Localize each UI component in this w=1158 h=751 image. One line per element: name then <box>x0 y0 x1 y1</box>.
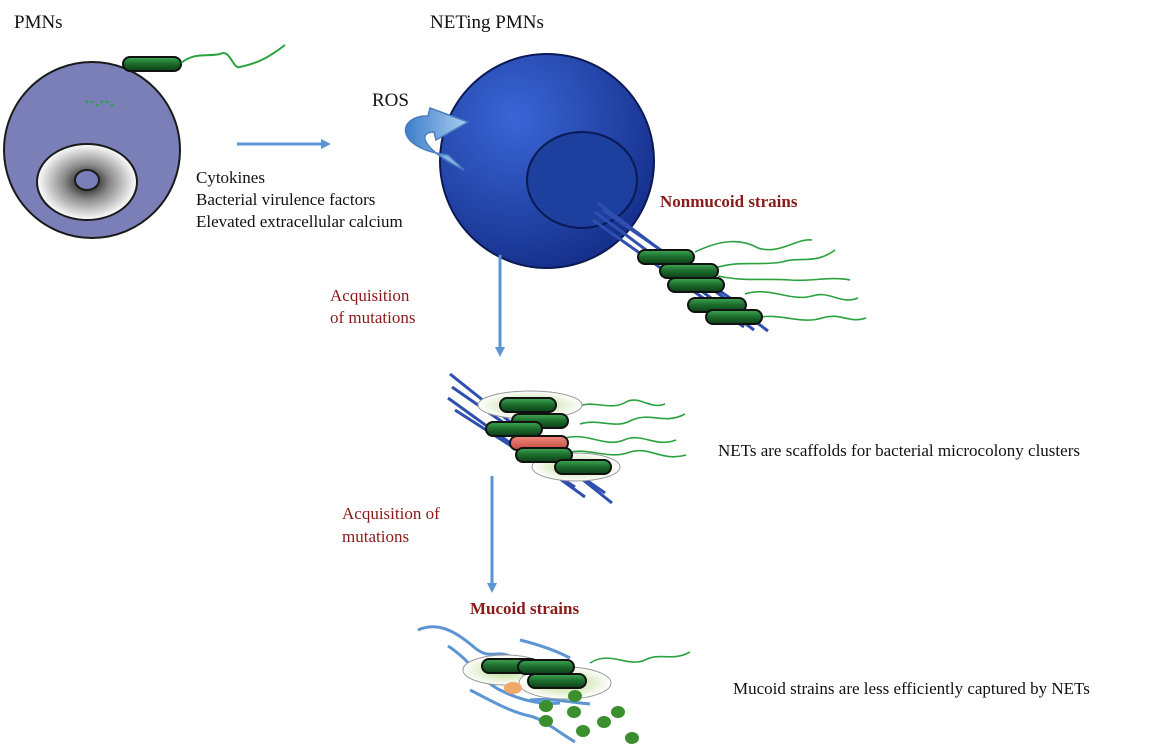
pmns-label: PMNs <box>14 12 63 33</box>
scaffold-bacteria-cluster <box>485 397 612 475</box>
mucoid-note: Mucoid strains are less efficiently capt… <box>733 679 1090 698</box>
acquisition-1-line-1: Acquisition <box>330 286 410 305</box>
stimulus-calcium: Elevated extracellular calcium <box>196 212 403 231</box>
mucoid-flagellum-icon <box>589 651 691 664</box>
pmn-cell <box>3 61 181 239</box>
mucoid-strains-label: Mucoid strains <box>470 599 580 618</box>
acquisition-1-line-2: of mutations <box>330 308 416 327</box>
ros-arrow-icon <box>404 107 470 171</box>
neting-pmns-label: NETing PMNs <box>430 12 544 33</box>
ingested-dna-icon <box>85 99 117 107</box>
scaffold-note: NETs are scaffolds for bacterial microco… <box>718 441 1080 460</box>
acquisition-2-line-2: mutations <box>342 527 410 546</box>
scaffold-flagella-icon <box>564 399 687 458</box>
bacterium-icon <box>122 44 286 72</box>
nonmucoid-flagella-icon <box>694 239 867 321</box>
stimulus-cytokines: Cytokines <box>196 168 265 187</box>
ros-label: ROS <box>372 90 409 111</box>
flagellum-icon <box>180 44 286 69</box>
alginate-dots-icon <box>539 690 639 744</box>
nonmucoid-strains-label: Nonmucoid strains <box>660 192 798 211</box>
neting-pmn-nucleus <box>526 131 638 229</box>
stimulus-virulence-factors: Bacterial virulence factors <box>196 190 376 209</box>
nonmucoid-bacteria-cluster <box>637 249 763 325</box>
neting-pmn-cell <box>439 53 655 269</box>
acquisition-2-line-1: Acquisition of <box>342 504 440 523</box>
mucoid-bacteria-cluster <box>481 658 587 689</box>
